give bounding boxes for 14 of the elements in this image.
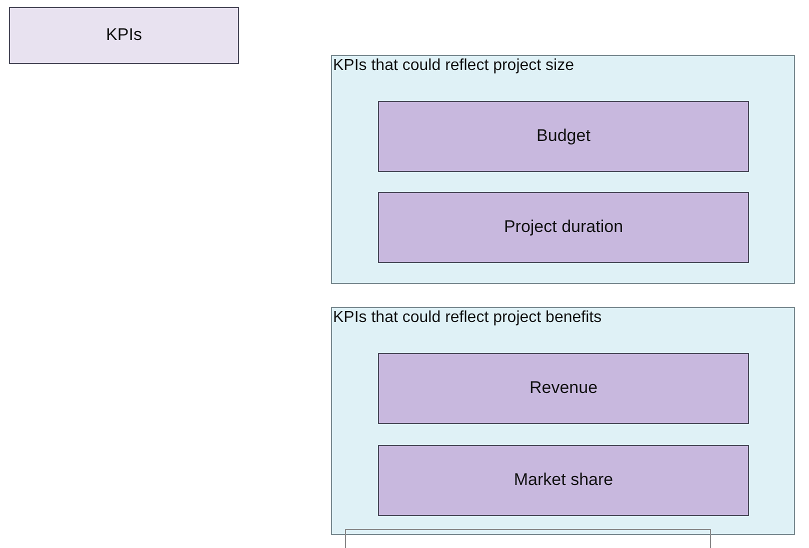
box-label: Market share [514,471,614,490]
kpi-box [378,445,749,516]
box-label: KPIs [106,26,142,45]
box-label: Revenue [529,379,598,398]
panel-heading: KPIs that could reflect project size [332,56,574,75]
kpi-box [378,353,749,424]
kpi-box [378,192,749,263]
category-box [9,7,239,64]
panel-heading: KPIs that could reflect project benefits [332,308,602,327]
group-panel [331,55,795,284]
group-panel [331,307,795,535]
box-label: Budget [536,127,590,146]
box-label: Project duration [504,218,624,237]
kpi-box [378,101,749,172]
